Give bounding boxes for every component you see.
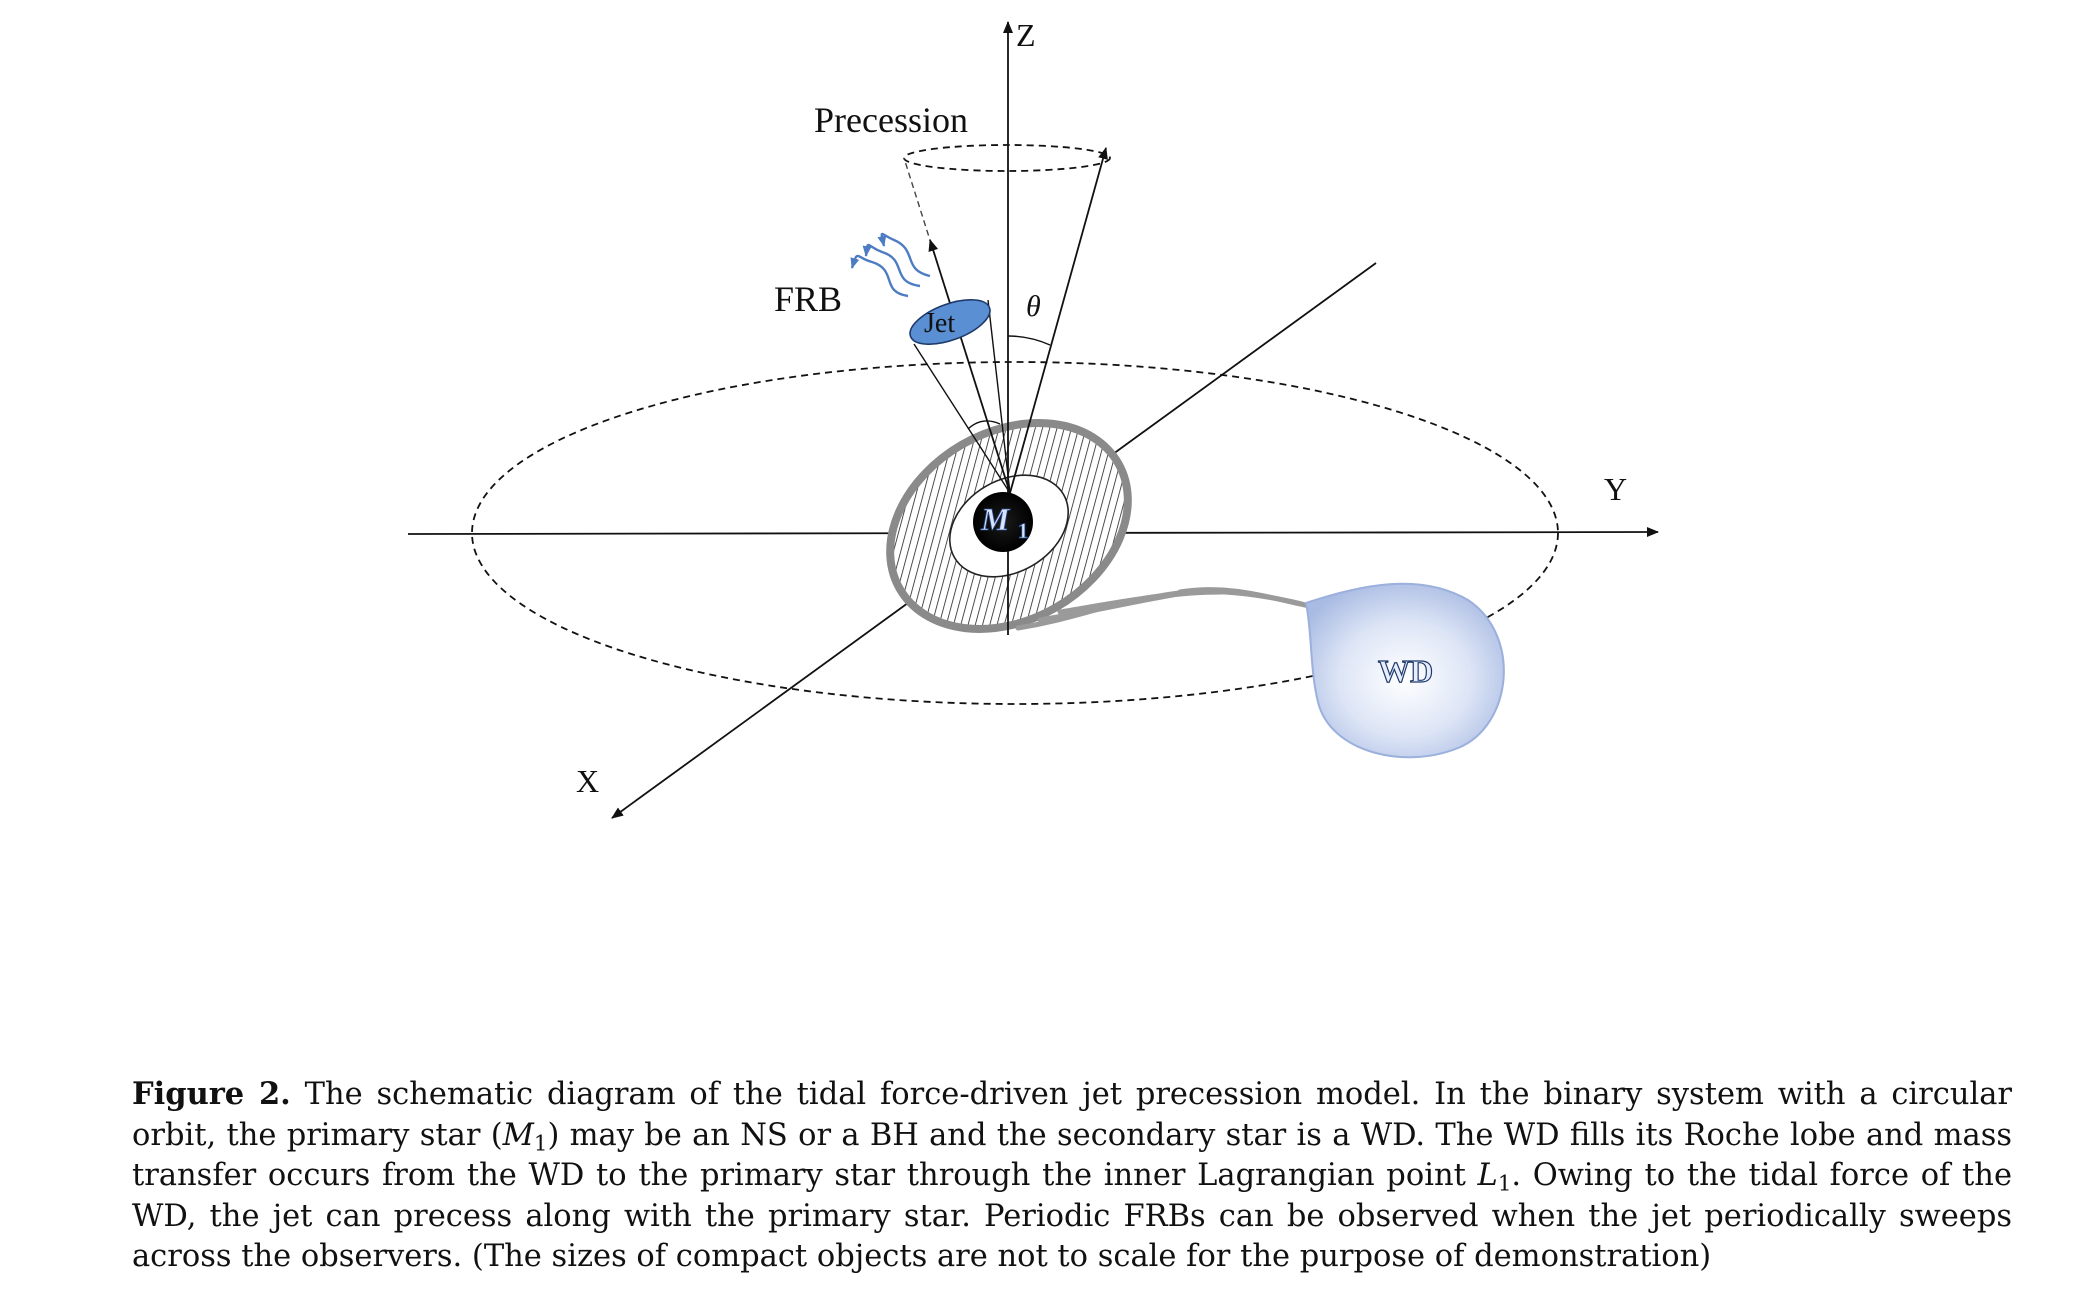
primary-star-label: M 1 <box>980 501 1028 543</box>
caption-text-1: The schematic diagram of the tidal force… <box>132 1077 2012 1153</box>
caption-figure-label: Figure 2. <box>132 1076 291 1112</box>
figure-caption: Figure 2. The schematic diagram of the t… <box>132 1074 2012 1278</box>
caption-math-m1: M1 <box>502 1117 548 1156</box>
jet-cone <box>913 239 1011 494</box>
caption-text-2: ) may be an NS or a BH and the secondary… <box>132 1117 2012 1194</box>
caption-text-3: . Owing to the tidal force of the WD, th… <box>132 1158 2012 1274</box>
x-axis-label: X <box>576 763 599 799</box>
theta-label: θ <box>1026 290 1041 323</box>
precession-label: Precession <box>814 100 968 140</box>
jet-precession-diagram: Z Precession FRB Jet θ Y X M 1 WD <box>407 17 1659 819</box>
jet-ellipse <box>909 299 991 345</box>
theta-arc <box>1007 335 1051 346</box>
wd-teardrop <box>1304 582 1505 759</box>
z-axis-label: Z <box>1016 17 1036 53</box>
frb-label: FRB <box>774 279 842 319</box>
caption-math-l1: L1 <box>1477 1158 1512 1197</box>
y-axis-label: Y <box>1604 471 1627 507</box>
wd-label: WD <box>1378 653 1433 689</box>
mass-transfer-stream <box>1015 587 1313 631</box>
primary-star <box>973 492 1033 552</box>
frb-wave-arrows <box>850 232 931 298</box>
jet-label: Jet <box>924 308 955 339</box>
